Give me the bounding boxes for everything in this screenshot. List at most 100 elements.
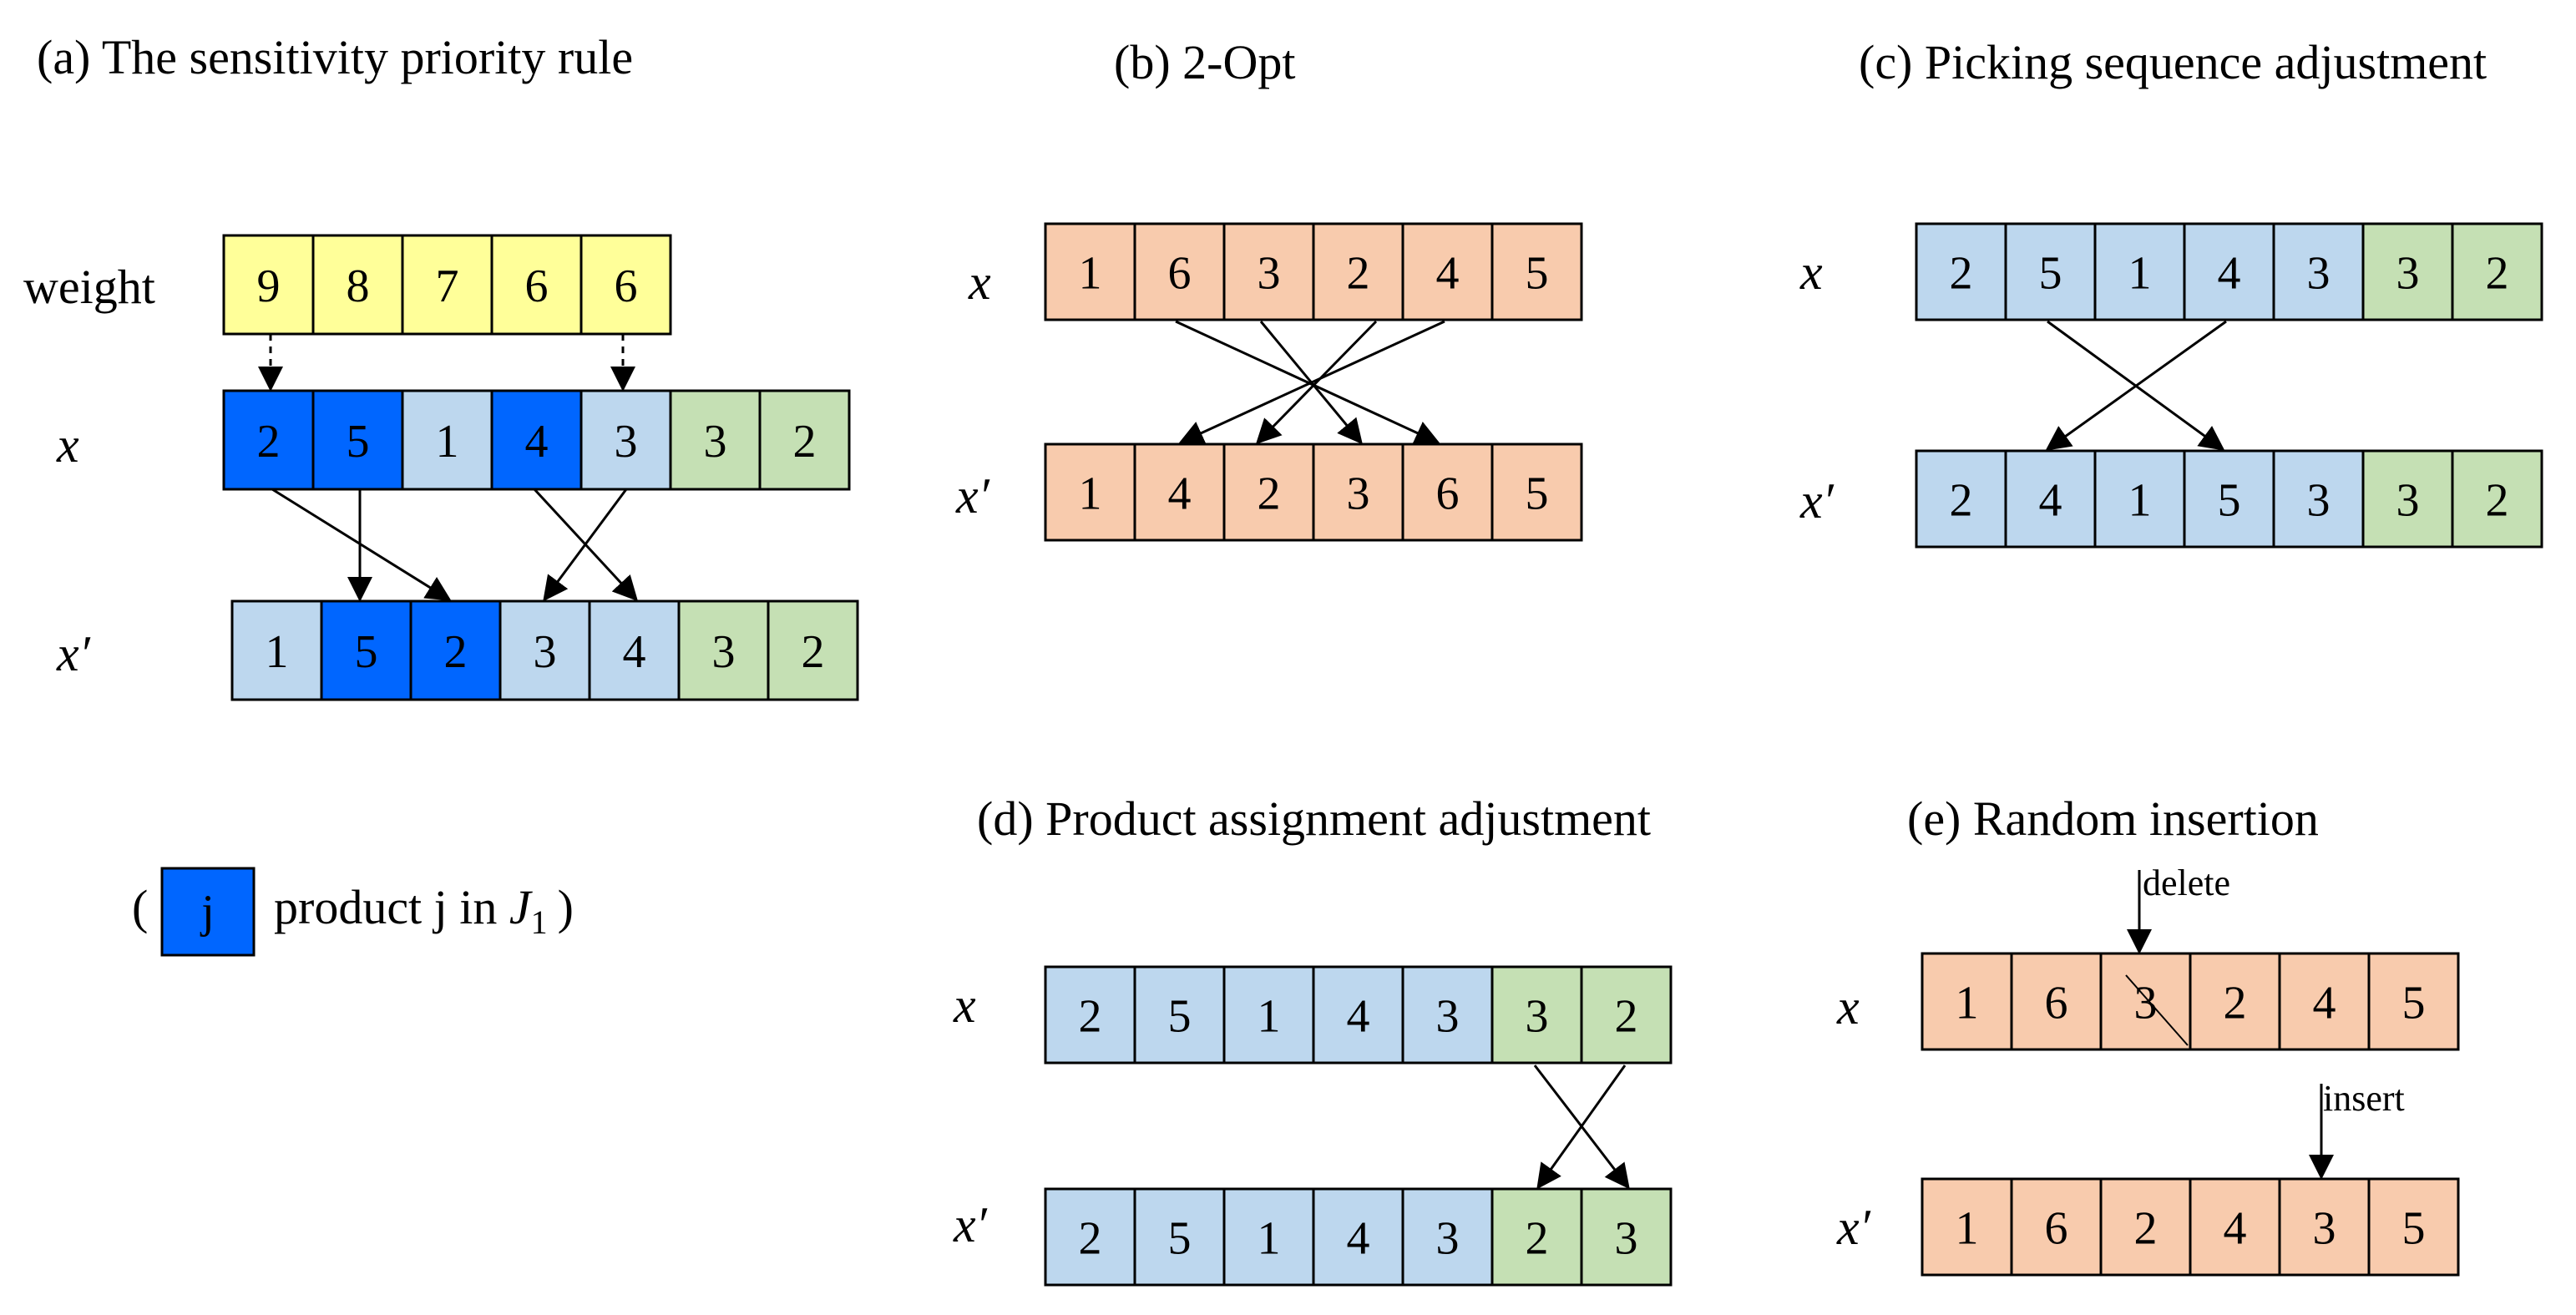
cell-value: 2 [2224, 978, 2247, 1029]
cell-value: 2 [1950, 248, 1973, 300]
legend: ( j product j in J1) [132, 867, 574, 957]
cell-box [222, 389, 315, 491]
cell-value: 1 [436, 416, 459, 468]
cell-value: 4 [1436, 248, 1460, 300]
reversal-arrow [1178, 320, 1445, 445]
cell-value: 3 [1258, 248, 1281, 300]
cell-box [677, 599, 770, 701]
panel-d-title: (d) Product assignment adjustment [977, 792, 1651, 846]
weight-row-label: weight [23, 260, 155, 314]
panel-b-xprime-label: x′ [955, 468, 990, 523]
legend-text: product j in J1) [274, 880, 574, 941]
panel-b-x-label: x [968, 255, 991, 310]
cell-value: 1 [2128, 248, 2152, 300]
cell-box [2278, 1177, 2371, 1277]
cell-box [1490, 222, 1583, 321]
cell-box [498, 599, 591, 701]
cell-box [311, 389, 404, 491]
cell-value: 4 [1347, 991, 1370, 1043]
cell-value: 4 [1168, 468, 1192, 520]
cell-box [1312, 443, 1404, 542]
cell-value: 4 [2039, 475, 2062, 527]
cell-box [311, 234, 404, 336]
cell-box [2004, 222, 2097, 321]
cell-box [1401, 443, 1494, 542]
cell-value: 1 [1079, 468, 1102, 520]
cell-value: 1 [266, 626, 289, 678]
cell-value: 1 [1258, 991, 1281, 1043]
strike-through-mark [2125, 974, 2189, 1046]
cell-value: 9 [257, 260, 281, 312]
cell-value: 2 [444, 626, 468, 678]
cell-box [1490, 443, 1583, 542]
legend-set-name: J [509, 880, 534, 934]
cell-value: 3 [2307, 248, 2331, 300]
cell-box [1222, 222, 1315, 321]
cell-value: 7 [436, 260, 459, 312]
panel-d-swap-arrows [1533, 1065, 1630, 1190]
cell-value: 2 [1615, 991, 1638, 1043]
cell-value: 4 [1347, 1213, 1370, 1265]
legend-sample-cell [160, 867, 256, 957]
cell-value: 3 [712, 626, 736, 678]
reversal-arrow [1255, 320, 1378, 445]
cell-value: 5 [355, 626, 378, 678]
legend-open-paren: ( [132, 880, 148, 934]
cell-value: 2 [1526, 1213, 1549, 1265]
panel-c-xprime-label: x′ [1799, 473, 1835, 529]
cell-value: 2 [1258, 468, 1281, 520]
cell-value: 3 [1526, 991, 1549, 1043]
cell-box [230, 599, 323, 701]
cell-value: 3 [704, 416, 727, 468]
cell-box [2189, 1177, 2281, 1277]
cell-value: 3 [2134, 978, 2158, 1029]
cell-value: 6 [1436, 468, 1460, 520]
cell-value: 3 [1615, 1213, 1638, 1265]
move-arrow [543, 488, 628, 602]
panel-e-title: (e) Random insertion [1907, 792, 2319, 846]
cell-box [1401, 1187, 1494, 1287]
legend-sample-cell-text: j [200, 886, 215, 938]
cell-box [588, 599, 681, 701]
legend-close-paren: ) [558, 880, 574, 934]
cell-box [579, 234, 672, 336]
cell-box [2010, 1177, 2103, 1277]
swap-arrow [1536, 1065, 1627, 1190]
cell-box [2093, 449, 2186, 549]
cell-value: 4 [2224, 1203, 2247, 1255]
cell-box [2189, 952, 2281, 1051]
swap-arrow [2045, 320, 2227, 451]
cell-box [1490, 1187, 1583, 1287]
panel-d-xprime-label: x′ [953, 1197, 988, 1252]
cell-value: 3 [615, 416, 638, 468]
cell-box [1580, 965, 1673, 1065]
cell-value: 5 [2402, 1203, 2426, 1255]
panel-c-x-label: x [1799, 245, 1823, 300]
cell-box [2004, 449, 2097, 549]
panel-a-move-arrows [271, 488, 639, 602]
cell-value: 4 [2313, 978, 2336, 1029]
cell-box [2367, 952, 2460, 1051]
cell-value: 4 [623, 626, 646, 678]
delete-label: delete [2143, 862, 2230, 903]
cell-box [2183, 222, 2275, 321]
cell-value: 3 [2396, 475, 2420, 527]
cell-box [767, 599, 859, 701]
cell-value: 2 [793, 416, 817, 468]
cell-box [2010, 952, 2103, 1051]
cell-value: 5 [2402, 978, 2426, 1029]
cell-value: 2 [1950, 475, 1973, 527]
panel-a-x-label: x [56, 417, 79, 473]
cell-value: 6 [615, 260, 638, 312]
cell-value: 6 [525, 260, 549, 312]
cell-box [1490, 965, 1583, 1065]
